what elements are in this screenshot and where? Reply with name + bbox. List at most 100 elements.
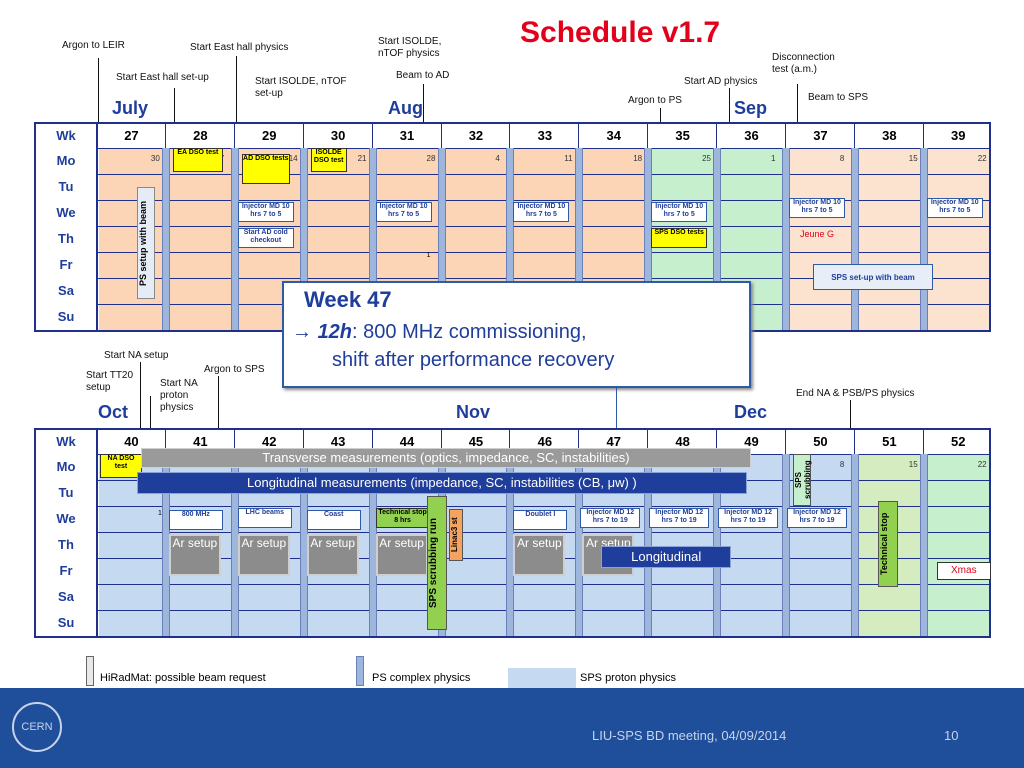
day-label-sa-bottom: Sa xyxy=(36,584,98,610)
ps-complex-stripe-bottom xyxy=(919,454,928,636)
week-header-bottom: 52 xyxy=(922,430,993,454)
ps-complex-stripe-bottom xyxy=(850,454,859,636)
row-line xyxy=(96,174,989,175)
injector-md-37: Injector MD 10 hrs 7 to 5 xyxy=(789,198,845,218)
sps-dso-tests: SPS DSO tests xyxy=(651,228,708,248)
day-number-bottom: 22 xyxy=(977,460,987,469)
technical-stop-8hrs: Technical stop 8 hrs xyxy=(375,508,430,528)
linac3-stop: Linac3 st xyxy=(448,508,463,561)
arrow-argon-leir xyxy=(98,58,99,158)
week-header-bottom: 50 xyxy=(785,430,855,454)
annotation-start-tt20-setup: Start TT20 setup xyxy=(86,370,134,393)
ar-setup-button: Ar setup xyxy=(375,534,428,576)
ps-complex-stripe xyxy=(782,148,790,330)
day-number-bottom: 8 xyxy=(839,460,845,469)
week-header-bottom: 46 xyxy=(509,430,579,454)
setup-region-sep xyxy=(788,149,989,330)
day-label-th: Th xyxy=(36,226,98,252)
week-header-bottom: 45 xyxy=(440,430,511,454)
footer: CERN LIU-SPS BD meeting, 04/09/2014 10 xyxy=(0,688,1024,768)
week-header: 34 xyxy=(578,124,648,148)
day-number: 30 xyxy=(150,154,160,163)
annotation-argon-to-ps: Argon to PS xyxy=(628,95,682,106)
day-label-mo-bottom: Mo xyxy=(36,454,98,480)
jeune-g: Jeune G xyxy=(799,229,835,239)
annotation-start-ad-physics: Start AD physics xyxy=(684,76,758,87)
sps-scrubbing-run: SPS scrubbing run xyxy=(426,495,447,630)
ad-dso-tests: AD DSO tests xyxy=(241,154,290,184)
day-label-fr: Fr xyxy=(36,252,98,278)
annotation-argon-to-sps: Argon to SPS xyxy=(204,364,265,375)
arrow-na-setup xyxy=(140,362,141,482)
injector-md-12h: Injector MD 12 hrs 7 to 19 xyxy=(580,508,641,528)
page-number: 10 xyxy=(944,728,959,743)
week-header: 39 xyxy=(922,124,993,148)
annotation-start-east-hall-setup: Start East hall set-up xyxy=(116,72,209,83)
ps-complex-stripe xyxy=(850,148,859,330)
row-line xyxy=(96,200,989,201)
row-line-bottom xyxy=(96,584,989,585)
week-header-bottom: 43 xyxy=(302,430,373,454)
legend-ps-complex-label: PS complex physics xyxy=(372,672,471,684)
week-header-bottom: 49 xyxy=(716,430,786,454)
legend-swatch-hiradmat xyxy=(86,656,94,686)
week-header: 28 xyxy=(164,124,235,148)
xmas-label: Xmas xyxy=(936,562,991,580)
row-line xyxy=(96,226,989,227)
schedule-grid-top: Wk MoTuWeThFrSaSu27302872914302131283243… xyxy=(34,122,991,332)
legend-hiradmat-label: HiRadMat: possible beam request xyxy=(100,672,266,684)
month-oct: Oct xyxy=(98,402,129,422)
ps-setup-with-beam: PS setup with beam xyxy=(137,187,156,299)
label-lhc-beams: LHC beams xyxy=(237,508,292,528)
longitudinal-label: Longitudinal xyxy=(601,546,732,568)
week47-line1: → 12h: 800 MHz commissioning, xyxy=(292,321,587,344)
isolde-dso-test: ISOLDE DSO test xyxy=(310,148,347,172)
month-aug: Aug xyxy=(388,98,423,118)
annotation-end-na-psb-ps: End NA & PSB/PS physics xyxy=(796,388,915,399)
annotation-beam-to-sps: Beam to SPS xyxy=(808,92,869,103)
week47-title: Week 47 xyxy=(304,287,392,312)
row-line xyxy=(96,148,989,149)
annotation-start-isolde-ntof-physics: Start ISOLDE, nTOF physics xyxy=(378,36,442,59)
week-header-bottom: 47 xyxy=(578,430,648,454)
footer-meeting: LIU-SPS BD meeting, 04/09/2014 xyxy=(592,728,787,743)
label-doublet: Doublet I xyxy=(513,510,568,530)
ar-setup-button: Ar setup xyxy=(168,534,221,576)
day-label-mo: Mo xyxy=(36,148,98,174)
month-dec: Dec xyxy=(734,402,768,422)
week-header: 33 xyxy=(509,124,579,148)
annotation-start-na-setup: Start NA setup xyxy=(104,350,169,361)
row-line-bottom xyxy=(96,610,989,611)
day-label-we-bottom: We xyxy=(36,506,98,532)
day-number: 1 xyxy=(771,154,776,163)
na-dso-test: NA DSO test xyxy=(100,454,142,478)
week-header: 36 xyxy=(716,124,786,148)
day-label-tu: Tu xyxy=(36,174,98,200)
day-label-sa: Sa xyxy=(36,278,98,304)
annotation-beam-to-ad: Beam to AD xyxy=(396,70,450,81)
ps-complex-stripe xyxy=(437,148,446,330)
injector-md-12h: Injector MD 12 hrs 7 to 19 xyxy=(787,508,847,528)
week-header-bottom: 48 xyxy=(647,430,717,454)
sps-setup-with-beam: SPS set-up with beam xyxy=(813,264,933,290)
ps-complex-stripe xyxy=(919,148,928,330)
arrow-disconnection xyxy=(797,84,798,158)
ar-setup-button: Ar setup xyxy=(306,534,359,576)
week-header: 35 xyxy=(647,124,717,148)
day-label-we: We xyxy=(36,200,98,226)
ps-complex-stripe-bottom xyxy=(782,454,790,636)
month-sep: Sep xyxy=(734,98,768,118)
ps-complex-stripe-bottom xyxy=(644,454,653,636)
week47-line2: shift after performance recovery xyxy=(332,349,615,371)
injector-md-35: Injector MD 10 hrs 7 to 5 xyxy=(651,202,708,222)
legend-sps-proton-label: SPS proton physics xyxy=(580,672,676,684)
technical-stop: Technical stop xyxy=(877,500,898,587)
day-number: 8 xyxy=(839,154,845,163)
label-800mhz: 800 MHz xyxy=(168,510,223,530)
row-line xyxy=(96,278,989,279)
month-july: July xyxy=(112,98,149,118)
day-number: 4 xyxy=(495,154,500,163)
sps-scrubbing-short: SPS scrubbing xyxy=(793,454,812,506)
row-line-bottom xyxy=(96,506,989,507)
row-line-bottom xyxy=(96,532,989,533)
